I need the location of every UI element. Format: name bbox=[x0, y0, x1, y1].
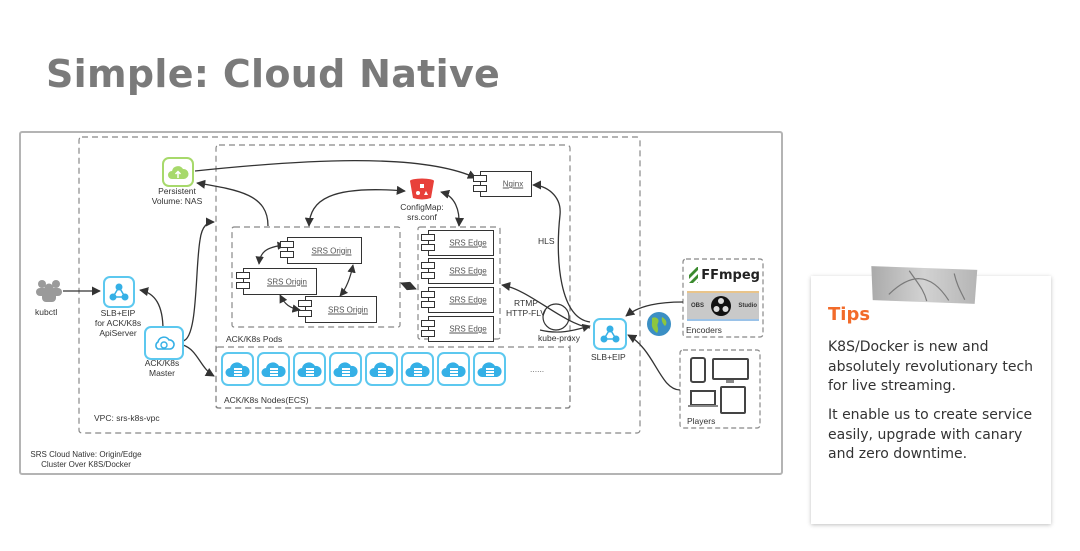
slb-eip-icon bbox=[593, 318, 627, 350]
nodes-row bbox=[221, 352, 506, 388]
srs-edge-component: SRS Edge bbox=[421, 316, 494, 342]
ffmpeg-icon bbox=[689, 267, 699, 283]
k8s-cluster-boundary bbox=[215, 144, 571, 409]
rtmp-label: RTMP HTTP-FLV bbox=[506, 298, 546, 318]
vpc-label: VPC: srs-k8s-vpc bbox=[94, 413, 160, 423]
component-port-icon bbox=[421, 272, 435, 279]
k8s-master-label: ACK/K8s Master bbox=[144, 358, 180, 378]
tape-decoration bbox=[869, 264, 980, 306]
configmap-label: ConfigMap: srs.conf bbox=[400, 202, 444, 222]
obs-icon bbox=[711, 296, 732, 316]
component-port-icon bbox=[421, 320, 435, 327]
tips-heading: Tips bbox=[828, 304, 871, 325]
encoders-label: Encoders bbox=[686, 325, 722, 335]
players-label: Players bbox=[687, 416, 716, 426]
srs-origin-component: SRS Origin bbox=[298, 296, 377, 323]
vpc-boundary bbox=[78, 136, 641, 434]
origin-pods-boundary bbox=[231, 226, 401, 328]
component-port-icon bbox=[421, 262, 435, 269]
ffmpeg-logo: FFmpeg bbox=[688, 264, 760, 286]
component-port-icon bbox=[280, 251, 294, 258]
tips-card: Tips K8S/Docker is new and absolutely re… bbox=[811, 276, 1051, 524]
ecs-node-icon bbox=[257, 352, 290, 386]
ecs-node-icon bbox=[473, 352, 506, 386]
component-port-icon bbox=[421, 301, 435, 308]
srs-edge-component: SRS Edge bbox=[421, 230, 494, 256]
srs-origin-component: SRS Origin bbox=[280, 237, 362, 264]
component-port-icon bbox=[421, 244, 435, 251]
nodes-label: ACK/K8s Nodes(ECS) bbox=[224, 395, 309, 405]
srs-origin-component: SRS Origin bbox=[236, 268, 317, 295]
internet-globe-icon bbox=[646, 311, 672, 337]
kube-proxy-loop bbox=[542, 303, 570, 331]
diagram-caption: SRS Cloud Native: Origin/Edge Cluster Ov… bbox=[30, 450, 142, 469]
ecs-node-icon bbox=[221, 352, 254, 386]
component-port-icon bbox=[421, 291, 435, 298]
kubectl-label: kubctl bbox=[35, 307, 58, 317]
hls-label: HLS bbox=[538, 236, 555, 246]
pods-label: ACK/K8s Pods bbox=[226, 334, 283, 344]
k8s-master-icon bbox=[144, 326, 184, 360]
component-port-icon bbox=[421, 330, 435, 337]
players-devices-icon bbox=[688, 355, 754, 415]
slb-eip-label: SLB+EIP bbox=[591, 352, 626, 362]
slide-title: Simple: Cloud Native bbox=[46, 52, 501, 96]
players-boundary bbox=[679, 349, 761, 429]
component-port-icon bbox=[236, 272, 250, 279]
nodes-ellipsis: ...... bbox=[530, 364, 545, 374]
component-port-icon bbox=[473, 185, 487, 192]
slb-apiserver-icon bbox=[103, 276, 135, 308]
configmap-bucket-icon bbox=[409, 178, 435, 200]
persistent-volume-nas-icon bbox=[162, 157, 194, 187]
component-port-icon bbox=[298, 300, 312, 307]
tips-paragraph-1: K8S/Docker is new and absolutely revolut… bbox=[828, 339, 1034, 394]
srs-edge-component: SRS Edge bbox=[421, 287, 494, 313]
component-port-icon bbox=[473, 175, 487, 182]
srs-edge-component: SRS Edge bbox=[421, 258, 494, 284]
ecs-node-icon bbox=[365, 352, 398, 386]
ecs-node-icon bbox=[329, 352, 362, 386]
tips-paragraph-2: It enable us to create service easily, u… bbox=[828, 407, 1033, 462]
nodes-boundary bbox=[215, 346, 571, 409]
ecs-node-icon bbox=[401, 352, 434, 386]
ecs-node-icon bbox=[293, 352, 326, 386]
component-port-icon bbox=[236, 282, 250, 289]
component-port-icon bbox=[298, 310, 312, 317]
component-port-icon bbox=[421, 234, 435, 241]
ecs-node-icon bbox=[437, 352, 470, 386]
persistent-volume-nas-label: Persistent Volume: NAS bbox=[151, 186, 203, 206]
component-port-icon bbox=[280, 241, 294, 248]
kube-proxy-label: kube-proxy bbox=[538, 333, 581, 343]
nginx-component: Nginx bbox=[473, 171, 532, 197]
encoders-boundary bbox=[682, 258, 764, 338]
slb-apiserver-label: SLB+EIP for ACK/K8s ApiServer bbox=[94, 308, 142, 338]
kubectl-users-icon bbox=[34, 278, 64, 302]
obs-studio-logo: OBS Studio bbox=[687, 291, 759, 321]
